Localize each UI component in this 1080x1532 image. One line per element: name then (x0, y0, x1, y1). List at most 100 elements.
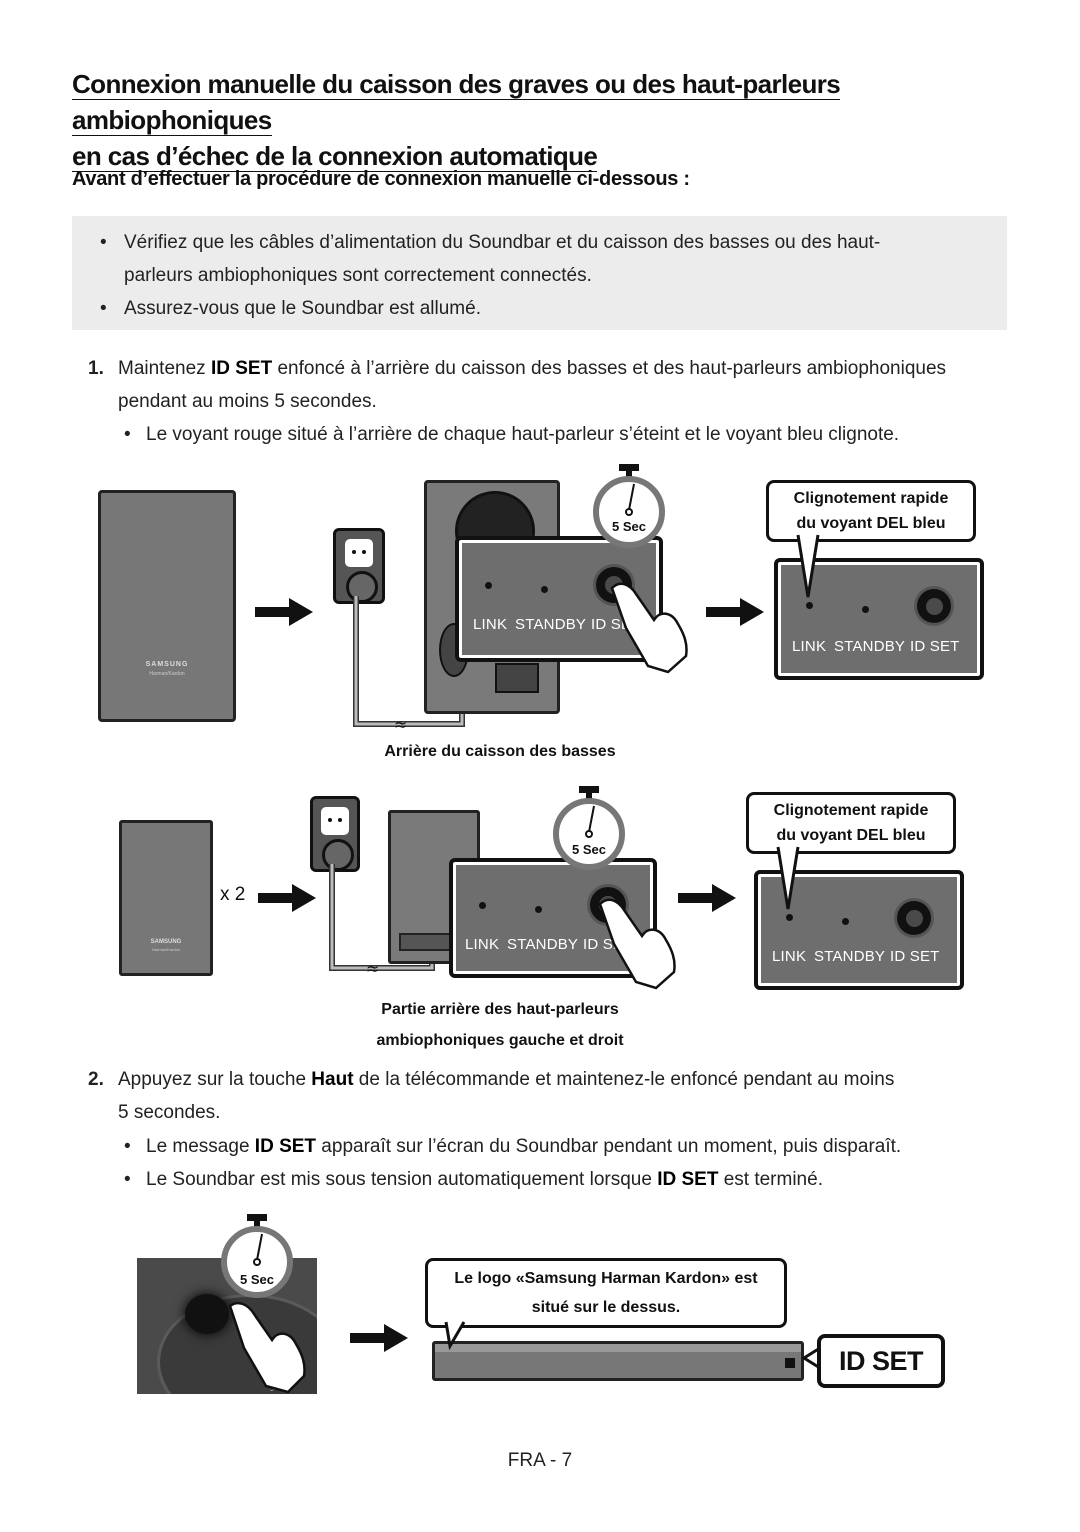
result-panel-blinking: LINK STANDBY ID SET (774, 558, 984, 680)
step-1-number: 1. (88, 358, 104, 379)
speaker-brand-logo: SAMSUNG (150, 939, 182, 945)
caption-subwoofer-rear: Arrière du caisson des basses (384, 743, 616, 760)
page-footer: FRA - 7 (507, 1450, 573, 1471)
caption-line-1: Partie arrière des haut-parleurs (381, 1001, 619, 1018)
standby-led (541, 586, 548, 593)
step-2-text-post: de la télécommande et maintenez-le enfon… (353, 1069, 895, 1090)
standby-led (862, 606, 869, 613)
timer-label: 5 Sec (612, 519, 646, 534)
title-line-1: Connexion manuelle du caisson des graves… (72, 69, 841, 136)
step-1: 1. Maintenez ID SET enfoncé à l’arrière … (88, 352, 1008, 418)
link-led-blinking (786, 914, 793, 921)
callout-line-2: du voyant DEL bleu (776, 827, 926, 844)
wall-outlet-icon (333, 528, 385, 604)
caption-line-2: ambiophoniques gauche et droit (376, 1032, 624, 1049)
step-1-bullet-text: Le voyant rouge situé à l’arrière de cha… (146, 424, 900, 445)
arrow-right-icon (258, 884, 316, 912)
step-2-bullet-1-keyword: ID SET (254, 1136, 317, 1157)
title-line-2: en cas d’échec de la connexion automatiq… (72, 141, 598, 172)
callout-blinking-led: Clignotement rapide du voyant DEL bleu (746, 792, 956, 854)
pressing-finger-icon (228, 1302, 306, 1394)
step-2-bullet-1-pre: Le message (146, 1136, 255, 1157)
callout-line-2: du voyant DEL bleu (796, 515, 946, 532)
id-set-button (914, 586, 954, 626)
bullet-dot-icon: • (124, 1136, 131, 1157)
pressing-finger-icon (598, 898, 676, 990)
surround-speaker-front-illustration: SAMSUNG Harman/Kardon (119, 820, 213, 976)
note-bullet-1: • Vérifiez que les câbles d’alimentation… (100, 226, 980, 292)
id-set-button (894, 898, 934, 938)
subwoofer-brand-sub: Harman/Kardon (149, 671, 185, 677)
step-2-text-pre: Appuyez sur la touche (118, 1069, 312, 1090)
arrow-right-icon (706, 598, 764, 626)
panel-label-id-set: ID SET (890, 948, 940, 965)
step-1-text-post: enfoncé à l’arrière du caisson des basse… (272, 358, 947, 379)
panel-label-id-set: ID SET (910, 638, 960, 655)
callout-samsung-logo: Le logo «Samsung Harman Kardon» est situ… (425, 1258, 787, 1328)
bullet-dot-icon: • (124, 1169, 131, 1190)
step-2-keyword: Haut (311, 1069, 354, 1090)
timer-stopwatch-icon (593, 464, 665, 548)
soundbar-illustration (432, 1341, 804, 1381)
bullet-dot-icon: • (124, 424, 131, 445)
timer-label: 5 Sec (572, 842, 606, 857)
bullet-dot-icon: • (100, 298, 107, 319)
link-led-blinking (806, 602, 813, 609)
callout-line-1: Clignotement rapide (793, 490, 949, 507)
panel-label-link: LINK (792, 638, 827, 655)
panel-label-standby: STANDBY (515, 616, 587, 633)
panel-label-link: LINK (465, 936, 500, 953)
soundbar-display (785, 1358, 795, 1368)
step-2-bullet-2: • Le Soundbar est mis sous tension autom… (124, 1163, 1024, 1196)
arrow-right-icon (350, 1324, 408, 1352)
up-button[interactable] (185, 1294, 229, 1334)
timer-label: 5 Sec (240, 1272, 274, 1287)
panel-label-link: LINK (473, 616, 508, 633)
id-set-display-badge: ID SET (817, 1334, 945, 1388)
step-2: 2. Appuyez sur la touche Haut de la télé… (88, 1063, 1008, 1129)
callout-pointer (444, 1321, 466, 1350)
callout-line-1: Le logo «Samsung Harman Kardon» est (454, 1270, 758, 1287)
callout-blinking-led: Clignotement rapide du voyant DEL bleu (766, 480, 976, 542)
svg-text:≈: ≈ (366, 959, 379, 978)
prerequisite-note-box: • Vérifiez que les câbles d’alimentation… (72, 216, 1007, 330)
callout-pointer (796, 534, 820, 598)
page-title: Connexion manuelle du caisson des graves… (72, 66, 992, 174)
multiplier-label: x 2 (220, 884, 246, 905)
panel-label-standby: STANDBY (507, 936, 579, 953)
panel-label-standby: STANDBY (834, 638, 906, 655)
note-bullet-1-line2: parleurs ambiophoniques sont correctemen… (124, 265, 592, 286)
pressing-finger-icon (610, 582, 688, 674)
panel-label-standby: STANDBY (814, 948, 886, 965)
standby-led (842, 918, 849, 925)
id-set-button[interactable] (593, 564, 635, 606)
callout-line-1: Clignotement rapide (773, 802, 929, 819)
subwoofer-front-illustration: SAMSUNG Harman/Kardon (98, 490, 236, 722)
step-1-line2: pendant au moins 5 secondes. (118, 391, 377, 412)
link-led (479, 902, 486, 909)
note-bullet-2: • Assurez-vous que le Soundbar est allum… (100, 292, 980, 325)
link-led (485, 582, 492, 589)
subwoofer-brand-logo: SAMSUNG (145, 661, 189, 668)
section-subheading: Avant d’effectuer la procédure de connex… (72, 168, 690, 190)
wall-outlet-icon (310, 796, 360, 872)
step-2-bullet-1-post: apparaît sur l’écran du Soundbar pendant… (316, 1136, 902, 1157)
step-2-bullet-2-post: est terminé. (718, 1169, 823, 1190)
step-2-line1: Appuyez sur la touche Haut de la télécom… (118, 1063, 1008, 1096)
caption-surround-rear: Partie arrière des haut-parleurs ambioph… (330, 994, 670, 1056)
note-bullet-1-line1: Vérifiez que les câbles d’alimentation d… (124, 232, 881, 253)
callout-line-2: situé sur le dessus. (531, 1299, 681, 1316)
step-2-number: 2. (88, 1069, 104, 1090)
step-2-bullet-1: • Le message ID SET apparaît sur l’écran… (124, 1130, 1024, 1163)
arrow-right-icon (255, 598, 313, 626)
timer-stopwatch-icon (221, 1214, 293, 1298)
callout-pointer (776, 846, 800, 910)
bullet-dot-icon: • (100, 232, 107, 253)
display-pointer (801, 1346, 821, 1370)
step-1-keyword: ID SET (210, 358, 273, 379)
step-1-bullet: • Le voyant rouge situé à l’arrière de c… (124, 418, 1024, 451)
timer-stopwatch-icon (553, 786, 625, 870)
note-bullet-2-text: Assurez-vous que le Soundbar est allumé. (124, 298, 481, 319)
arrow-right-icon (678, 884, 736, 912)
step-2-line2: 5 secondes. (118, 1102, 221, 1123)
